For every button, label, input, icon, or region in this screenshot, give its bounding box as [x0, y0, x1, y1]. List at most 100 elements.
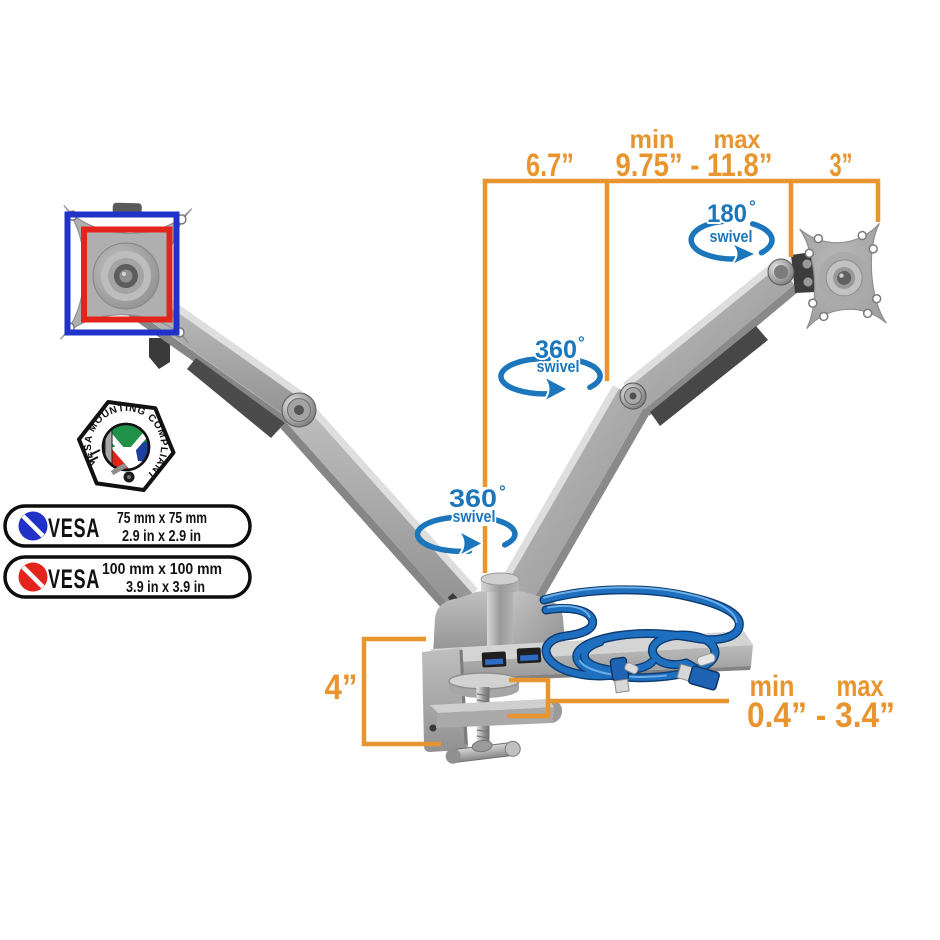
label-360-upper-degree: ° [578, 333, 585, 352]
clamp-bottom-jaw [430, 698, 563, 728]
label-arm-reach: 6.7” [526, 147, 574, 183]
legend-label-75: VESA [48, 513, 100, 543]
right-vesa-plate-part-6 [808, 298, 818, 308]
clamp-handle-part-4 [471, 739, 493, 753]
usb-cables-part-12 [579, 660, 667, 678]
usb-ports [481, 647, 542, 668]
swivel-360-upper-arrow [544, 376, 568, 402]
badge-emblem-part-8 [110, 462, 128, 476]
usb-cables-part-14 [696, 652, 716, 666]
arm-yoke-part-1 [433, 591, 489, 656]
swivel-360-upper-annotation-part-1 [498, 356, 557, 397]
right-monitor-joint-part-3 [774, 265, 788, 279]
label-360-upper: 360 [535, 336, 577, 364]
swivel-180-arrow [732, 243, 756, 265]
left-arm-hook [149, 338, 170, 369]
clamp-bottom-jaw-part-2 [436, 707, 554, 728]
left-arm-part-3 [126, 307, 292, 428]
clamp-handle-part-2 [445, 748, 461, 764]
label-clamp-range: 0.4” - 3.4” [747, 696, 895, 735]
label-180: 180 [707, 200, 747, 228]
right-elbow-joint-part-3 [629, 392, 637, 400]
right-monitor-joint-part-4 [801, 258, 813, 270]
swivel-360-lower-annotation: 360 ° swivel [414, 480, 518, 556]
left-arm-part-6 [280, 422, 454, 616]
clamp-handle [445, 739, 521, 764]
right-vesa-plate [799, 222, 887, 330]
legend-item-100-part-1 [3, 555, 252, 599]
right-elbow-joint [619, 382, 647, 410]
swivel-180-annotation-part-1 [688, 218, 745, 262]
swivel-360-upper-annotation-part-2 [575, 358, 603, 391]
legend-item-100-part-2 [21, 565, 45, 589]
usb-cables-part-6 [540, 586, 743, 681]
right-vesa-plate-part-4 [868, 244, 878, 254]
center-pole-part-2 [480, 572, 520, 586]
usb-cables-part-11 [543, 586, 738, 623]
legend-in-75: 2.9 in x 2.9 in [122, 528, 201, 545]
right-vesa-plate-part-8 [871, 293, 882, 304]
label-max-bottom: max [837, 670, 884, 703]
usb-connector-1 [676, 663, 720, 691]
right-vesa-plate-part-9 [862, 308, 873, 319]
swivel-180-annotation-part-2 [749, 221, 775, 256]
right-plate-boss [818, 251, 871, 304]
dim-line-top [482, 178, 881, 573]
desk-clamp [422, 648, 563, 764]
right-vesa-plate-part-2 [804, 248, 815, 259]
usb-cables-part-13 [547, 604, 591, 618]
usb-connector-2 [609, 656, 630, 694]
right-arm-part-2 [506, 388, 646, 600]
label-min-bottom: min [750, 670, 795, 703]
usb-ports-part-1 [485, 658, 504, 665]
right-arm [500, 252, 816, 604]
left-elbow-joint [281, 392, 317, 428]
left-vesa-plate [59, 202, 193, 344]
desk-clamp-part-2 [429, 724, 437, 732]
dim-line-clamp-range [507, 677, 551, 719]
right-monitor-joint [767, 252, 816, 293]
badge-emblem-part-10 [127, 475, 131, 479]
usb-ports-part-2 [520, 654, 539, 661]
legend-mm-75: 75 mm x 75 mm [117, 510, 207, 527]
label-plate-width: 3” [830, 147, 853, 183]
usb-cables [539, 585, 744, 694]
clamp-handle-part-3 [504, 740, 521, 757]
right-arm-part-5 [627, 265, 795, 410]
right-arm-part-3 [533, 404, 653, 604]
right-gas-cover [650, 326, 768, 426]
badge-emblem-part-12 [87, 456, 99, 463]
swivel-360-lower-arrow [459, 531, 483, 556]
right-arm-part-4 [623, 260, 780, 389]
left-arm-part-5 [286, 405, 473, 611]
usb-connector-2-part-2 [613, 678, 630, 694]
legend-item-75-part-2 [21, 514, 45, 538]
right-monitor-joint-part-5 [802, 276, 814, 288]
badge-emblem-part-4 [107, 432, 149, 461]
right-arm-part-1 [500, 385, 620, 585]
clamp-pad-part-2 [448, 672, 520, 690]
desk-clamp-part-1 [459, 649, 468, 745]
label-height-range: 9.75” - 11.8” [616, 147, 773, 183]
desk-clamp-part-3 [476, 693, 490, 697]
label-360-lower-degree: ° [499, 482, 506, 501]
desk-clamp-part-6 [476, 735, 490, 739]
right-vesa-plate-part-7 [819, 311, 829, 322]
usb-cables-part-8 [581, 638, 656, 674]
vesa-75-square [64, 211, 180, 336]
usb-connector-1-part-2 [688, 665, 720, 691]
right-arm-part-6 [644, 284, 800, 416]
label-clamp-height: 4” [325, 668, 358, 707]
label-min-top: min [630, 124, 675, 154]
legend-mm-100: 100 mm x 100 mm [102, 561, 222, 578]
label-360-upper-swivel: swivel [537, 357, 580, 376]
badge-emblem-part-7 [101, 422, 151, 472]
right-vesa-plate-part-3 [813, 233, 824, 244]
left-elbow-joint-part-3 [294, 405, 304, 415]
arm-yoke-part-3 [487, 592, 513, 654]
legend-item-75: VESA 75 mm x 75 mm 2.9 in x 2.9 in [3, 504, 252, 548]
right-plate-boss-part-5 [839, 273, 844, 278]
badge-emblem [87, 422, 151, 483]
desk-clamp-part-5 [476, 729, 490, 733]
